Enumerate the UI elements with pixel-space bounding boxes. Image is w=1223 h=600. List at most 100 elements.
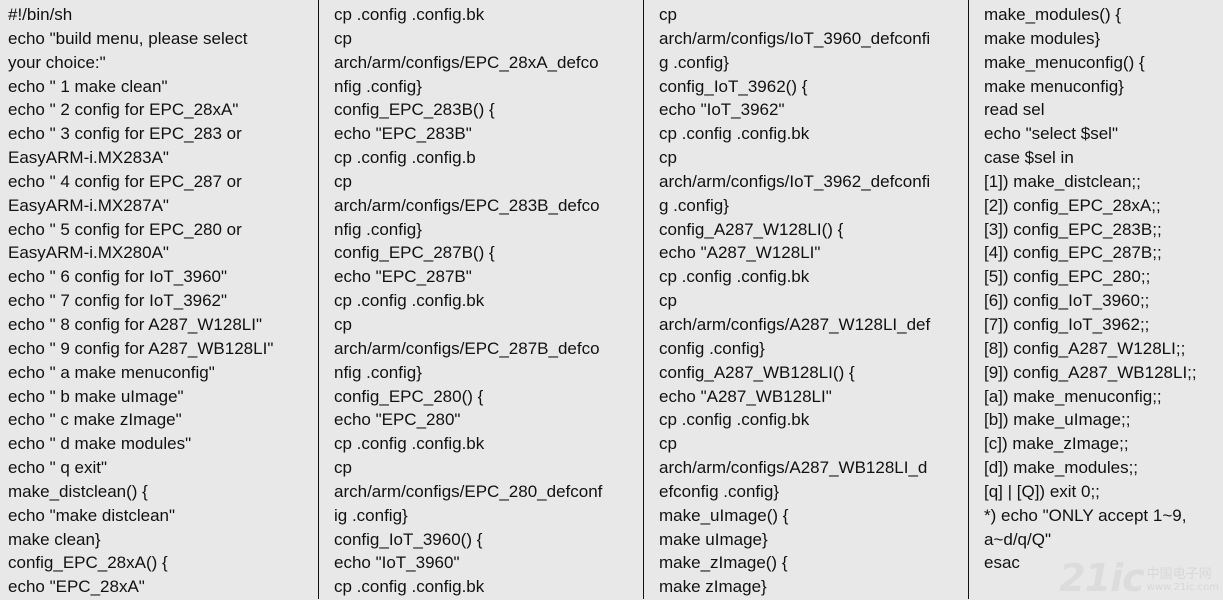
code-column-1: #!/bin/sh echo "build menu, please select… — [0, 0, 318, 599]
code-line: [2]) config_EPC_28xA;; — [984, 195, 1161, 215]
code-line: config_EPC_283B() { — [334, 100, 495, 120]
code-line: cp .config .config.b — [334, 148, 476, 168]
code-line: ig .config} — [334, 505, 408, 525]
code-line: config_EPC_28xA() { — [8, 553, 168, 573]
code-line: arch/arm/configs/IoT_3962_defconfi — [659, 171, 931, 191]
code-line: make_menuconfig() { — [984, 52, 1145, 72]
code-line: echo " 1 make clean" — [8, 76, 168, 96]
code-line: arch/arm/configs/A287_W128LI_def — [659, 314, 931, 334]
code-line: [7]) config_IoT_3962;; — [984, 314, 1150, 334]
code-line: [q] | [Q]) exit 0;; — [984, 481, 1100, 501]
watermark-side: 中国电子网 www.21ic.com — [1146, 567, 1219, 594]
code-line: arch/arm/configs/IoT_3960_defconfi — [659, 28, 931, 48]
code-line: echo " a make menuconfig" — [8, 362, 215, 382]
code-line: echo "EPC_280" — [334, 410, 461, 430]
code-line: cp .config .config.bk — [659, 124, 810, 144]
code-line: config .config} — [659, 338, 765, 358]
code-line: [6]) config_IoT_3960;; — [984, 291, 1150, 311]
code-line: echo "A287_WB128LI" — [659, 386, 832, 406]
code-line: config_EPC_287B() { — [334, 243, 495, 263]
code-line: cp — [334, 28, 352, 48]
code-line: cp — [334, 314, 352, 334]
code-line: config_EPC_280() { — [334, 386, 484, 406]
code-line: echo " d make modules" — [8, 434, 192, 454]
code-line: echo " 7 config for IoT_3962" — [8, 291, 228, 311]
code-line: cp .config .config.bk — [334, 577, 485, 597]
code-line: cp .config .config.bk — [659, 267, 810, 287]
code-line: *) echo "ONLY accept 1~9, — [984, 505, 1187, 525]
code-line: nfig .config} — [334, 362, 422, 382]
code-line: read sel — [984, 100, 1045, 120]
code-line: arch/arm/configs/EPC_287B_defco — [334, 338, 600, 358]
code-line: config_IoT_3962() { — [659, 76, 808, 96]
code-line: echo "EPC_287B" — [334, 267, 472, 287]
code-line: a~d/q/Q" — [984, 529, 1051, 549]
code-line: cp — [659, 5, 677, 24]
code-line: echo " b make uImage" — [8, 386, 184, 406]
code-line: echo "A287_W128LI" — [659, 243, 821, 263]
code-line: echo "select $sel" — [984, 124, 1118, 144]
code-line: cp .config .config.bk — [334, 291, 485, 311]
code-line: nfig .config} — [334, 219, 422, 239]
watermark-chinese-text: 中国电子网 — [1146, 567, 1212, 582]
code-line: cp .config .config.bk — [334, 434, 485, 454]
code-line: [8]) config_A287_W128LI;; — [984, 338, 1186, 358]
code-line: [4]) config_EPC_287B;; — [984, 243, 1162, 263]
code-line: [5]) config_EPC_280;; — [984, 267, 1151, 287]
code-line: make_modules() { — [984, 5, 1122, 24]
code-line: echo " 2 config for EPC_28xA" — [8, 100, 239, 120]
code-line: g .config} — [659, 52, 729, 72]
code-line: cp — [334, 458, 352, 478]
code-line: cp .config .config.bk — [659, 410, 810, 430]
code-line: config_A287_WB128LI() { — [659, 362, 855, 382]
code-line: echo "EPC_28xA" — [8, 577, 145, 597]
code-line: case $sel in — [984, 148, 1074, 168]
code-line: echo "IoT_3962" — [659, 100, 785, 120]
code-line: echo " c make zImage" — [8, 410, 182, 430]
code-line: arch/arm/configs/A287_WB128LI_d — [659, 458, 928, 478]
code-line: echo " 4 config for EPC_287 or — [8, 171, 242, 191]
code-line: echo "build menu, please select — [8, 28, 248, 48]
code-line: make modules} — [984, 28, 1101, 48]
code-line: make_uImage() { — [659, 505, 789, 525]
code-line: make clean} — [8, 529, 101, 549]
watermark-logo-text: 21ic — [1059, 556, 1144, 600]
code-line: echo " 5 config for EPC_280 or — [8, 219, 242, 239]
code-line: config_IoT_3960() { — [334, 529, 483, 549]
code-line: [d]) make_modules;; — [984, 458, 1139, 478]
code-line: cp .config .config.bk — [334, 5, 485, 24]
code-line: make menuconfig} — [984, 76, 1124, 96]
code-line: [9]) config_A287_WB128LI;; — [984, 362, 1197, 382]
code-line: cp — [659, 148, 677, 168]
code-line: make zImage} — [659, 577, 767, 597]
code-line: nfig .config} — [334, 76, 422, 96]
code-line: [a]) make_menuconfig;; — [984, 386, 1162, 406]
code-line: echo "make distclean" — [8, 505, 176, 525]
site-watermark-logo: 21ic 中国电子网 www.21ic.com — [1059, 559, 1219, 597]
code-line: echo "IoT_3960" — [334, 553, 460, 573]
code-line: echo "EPC_283B" — [334, 124, 472, 144]
code-line: cp — [659, 291, 677, 311]
code-line: echo " 3 config for EPC_283 or — [8, 124, 242, 144]
code-line: cp — [659, 434, 677, 454]
code-line: [b]) make_uImage;; — [984, 410, 1131, 430]
code-column-2: cp .config .config.bk cp arch/arm/configs/… — [318, 0, 643, 599]
code-line: #!/bin/sh — [8, 5, 73, 24]
code-column-4: make_modules() { make modules} make_menuco… — [968, 0, 1223, 599]
code-line: [c]) make_zImage;; — [984, 434, 1129, 454]
code-line: echo " q exit" — [8, 458, 108, 478]
code-line: EasyARM-i.MX287A" — [8, 195, 169, 215]
code-line: echo " 6 config for IoT_3960" — [8, 267, 228, 287]
code-line: g .config} — [659, 195, 729, 215]
code-line: make_zImage() { — [659, 553, 788, 573]
code-line: esac — [984, 553, 1020, 573]
code-line: EasyARM-i.MX280A" — [8, 243, 169, 263]
code-line: arch/arm/configs/EPC_28xA_defco — [334, 52, 599, 72]
code-line: EasyARM-i.MX283A" — [8, 148, 169, 168]
watermark-domain-text: www.21ic.com — [1146, 582, 1219, 593]
code-line: [3]) config_EPC_283B;; — [984, 219, 1162, 239]
code-line: echo " 9 config for A287_WB128LI" — [8, 338, 274, 358]
code-line: your choice:" — [8, 52, 106, 72]
